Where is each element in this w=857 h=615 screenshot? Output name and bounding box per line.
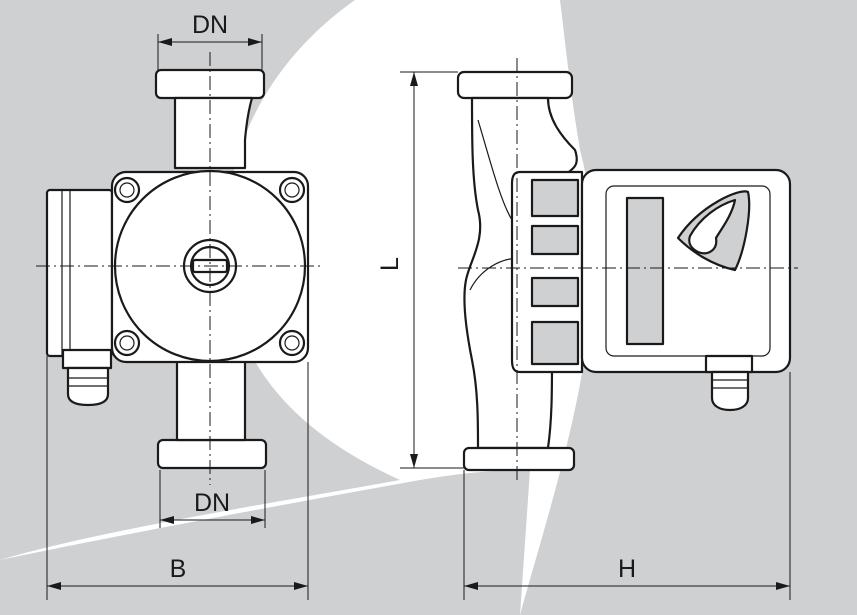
front-top-neck — [173, 96, 254, 170]
side-top-flange — [456, 70, 574, 100]
dimension-dn-top — [157, 34, 263, 70]
l-label: L — [376, 257, 404, 271]
front-bottom-flange — [156, 438, 268, 470]
dimension-b — [46, 356, 309, 600]
front-view — [36, 52, 322, 485]
side-view — [456, 58, 798, 482]
side-rib-4 — [530, 320, 580, 366]
dimension-l — [400, 71, 464, 469]
dn-bottom-label: DN — [194, 489, 230, 517]
dimension-h — [463, 372, 791, 600]
dn-top-label: DN — [192, 11, 228, 39]
side-bottom-flange — [462, 446, 576, 472]
dimension-dn-bottom — [159, 470, 266, 528]
side-control-box — [580, 168, 792, 374]
side-rib-2 — [530, 224, 580, 256]
side-cable-gland — [710, 370, 750, 412]
side-rib-3 — [530, 276, 580, 308]
bolt-bottom-right — [278, 329, 306, 357]
h-label: H — [618, 555, 636, 583]
speed-selector-pointer — [688, 198, 737, 255]
side-cable-gland-base — [704, 354, 754, 374]
front-bottom-neck — [175, 358, 247, 442]
bolt-bottom-left — [113, 329, 141, 357]
front-cable-gland-base — [61, 348, 113, 370]
side-display-window — [625, 196, 665, 346]
b-label: B — [170, 555, 187, 583]
side-rib-1 — [530, 178, 580, 218]
bolt-top-right — [278, 176, 306, 204]
front-terminal-box — [45, 188, 114, 358]
bolt-top-left — [113, 176, 141, 204]
